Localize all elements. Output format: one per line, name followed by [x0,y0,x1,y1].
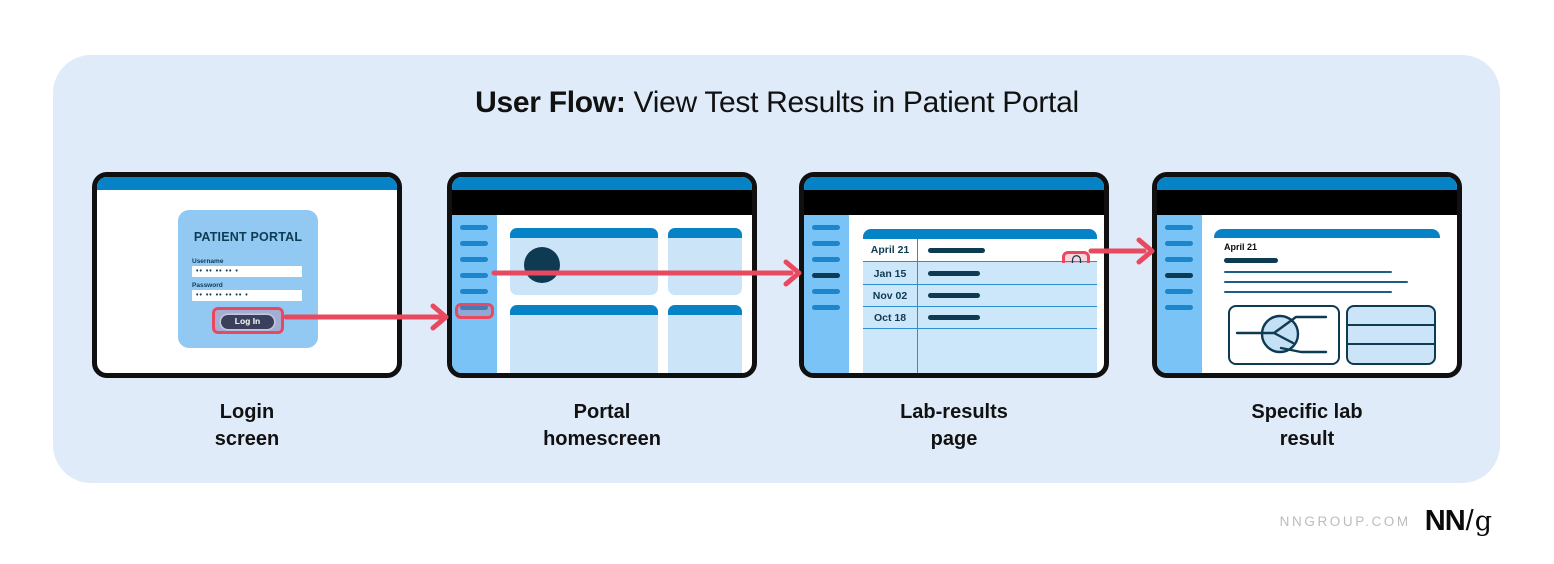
app-header-bar [452,190,752,215]
password-label: Password [192,282,223,289]
result-values-table [1346,305,1436,365]
browser-topbar [1157,177,1457,190]
card-header-strip [1214,229,1440,238]
sidebar-menu-bar[interactable] [1165,257,1193,262]
sidebar-nav [1157,215,1202,373]
title-emphasis: User Flow: [475,86,626,119]
sidebar-nav [452,215,497,373]
result-date: April 21 [1224,242,1258,252]
sidebar-menu-bar[interactable] [1165,225,1193,230]
lab-result-row[interactable]: Jan 15 [863,263,1097,285]
card-header-strip [510,228,658,238]
page-title: User Flow: View Test Results in Patient … [0,86,1554,120]
table-divider [1348,324,1434,327]
result-title-line [1224,258,1278,263]
lab-result-detail-card: April 21 [1214,229,1440,373]
browser-topbar [804,177,1104,190]
card-header-strip [510,305,658,315]
title-rest: View Test Results in Patient Portal [625,86,1080,119]
result-summary-line [928,271,980,276]
username-input[interactable]: •• •• •• •• • [192,266,302,277]
sidebar-menu-bar[interactable] [460,305,488,310]
sidebar-menu-bar[interactable] [812,305,840,310]
result-text-line [1224,271,1392,273]
footer: NNGROUP.COM NN/g [1280,505,1492,538]
lab-result-row[interactable]: Nov 02 [863,285,1097,307]
username-label: Username [192,258,224,265]
screen-lab-result-detail: April 21 [1152,172,1462,378]
login-highlight: Log In [212,307,284,334]
result-summary-line [928,293,980,298]
lab-results-nav-highlight [455,303,494,319]
result-date: Jan 15 [873,267,907,280]
sidebar-menu-bar[interactable] [1165,305,1193,310]
app-header-bar [1157,190,1457,215]
list-header-strip [863,229,1097,239]
result-text-line [1224,291,1392,293]
sidebar-menu-bar-lab-results[interactable] [460,273,488,278]
dashboard-card[interactable] [668,305,742,373]
result-date: Oct 18 [873,311,907,324]
card-header-strip [668,228,742,238]
screen-login: PATIENT PORTAL Username •• •• •• •• • Pa… [92,172,402,378]
fishbone-diagram [1228,305,1340,365]
avatar [524,247,560,283]
lab-result-row[interactable]: April 21 [863,239,1097,272]
sidebar-menu-bar[interactable] [812,225,840,230]
result-date: April 21 [870,244,910,256]
sidebar-menu-bar-active[interactable] [1165,273,1193,278]
sidebar-menu-bar[interactable] [1165,241,1193,246]
sidebar-menu-bar[interactable] [460,225,488,230]
screen-lab-results: April 21 Jan 15 Nov 02 Oct 18 [799,172,1109,378]
dashboard-card[interactable] [668,228,742,295]
browser-topbar [97,177,397,190]
sidebar-menu-bar[interactable] [1165,289,1193,294]
sidebar-menu-bar[interactable] [460,289,488,294]
password-input[interactable]: •• •• •• •• •• • [192,290,302,301]
screen-portal-home [447,172,757,378]
sidebar-menu-bar[interactable] [812,241,840,246]
table-divider [1348,343,1434,346]
sidebar-menu-bar-active[interactable] [812,273,840,278]
sidebar-menu-bar[interactable] [460,257,488,262]
lab-result-row[interactable]: Oct 18 [863,307,1097,329]
column-divider [917,239,918,373]
card-header-strip [668,305,742,315]
site-url: NNGROUP.COM [1279,514,1411,529]
result-text-line [1224,281,1408,283]
login-button[interactable]: Log In [221,314,274,329]
browser-topbar [452,177,752,190]
sidebar-nav [804,215,849,373]
lab-results-list: April 21 Jan 15 Nov 02 Oct 18 [863,229,1097,373]
portal-title: PATIENT PORTAL [193,230,303,244]
sidebar-menu-bar[interactable] [460,241,488,246]
result-date: Nov 02 [872,289,908,302]
app-header-bar [804,190,1104,215]
dashboard-card[interactable] [510,305,658,373]
result-summary-line [928,315,980,320]
sidebar-menu-bar[interactable] [812,257,840,262]
sidebar-menu-bar[interactable] [812,289,840,294]
nng-logo: NN/g [1424,505,1492,537]
patient-portal-card: PATIENT PORTAL Username •• •• •• •• • Pa… [178,210,318,348]
result-summary-line [928,247,985,253]
